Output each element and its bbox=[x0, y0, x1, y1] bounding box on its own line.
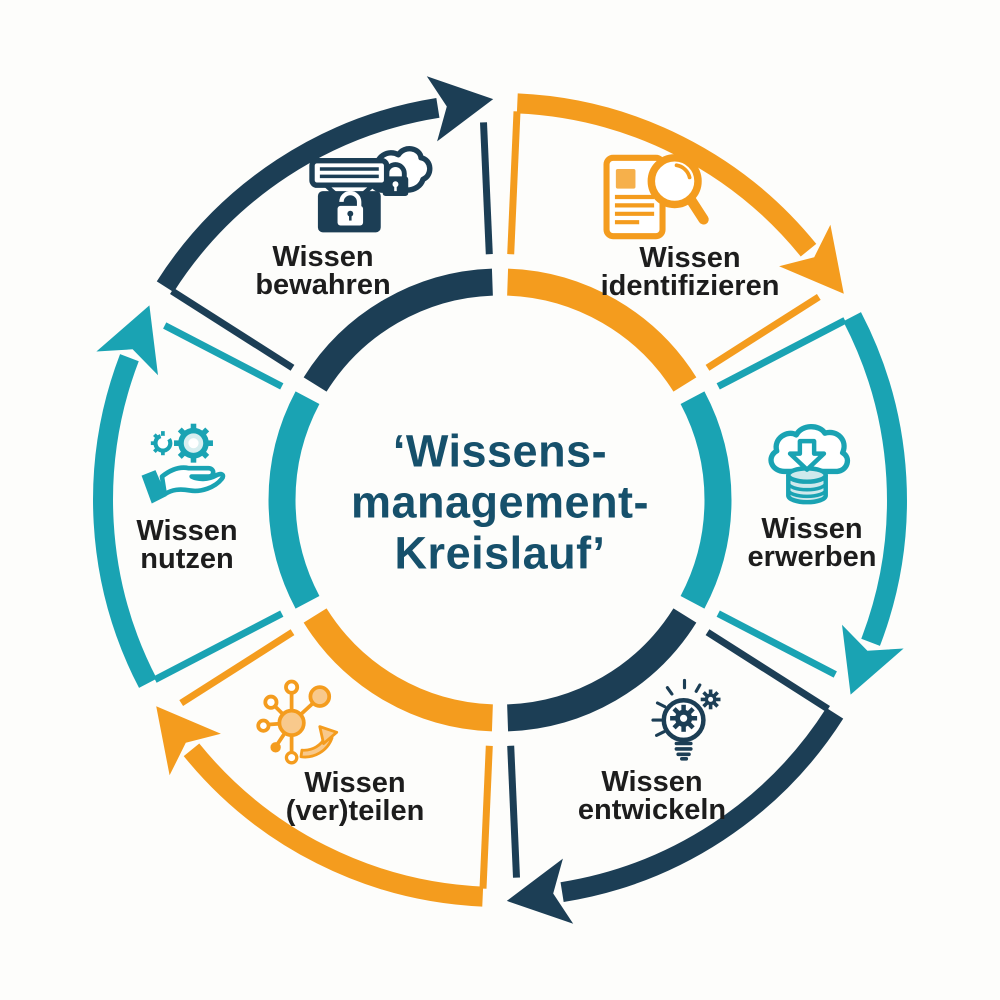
nutzen-end-edge bbox=[163, 322, 284, 390]
label-line: Wissen bbox=[601, 766, 703, 798]
erwerben-arrowhead bbox=[842, 624, 904, 695]
erwerben-start-edge bbox=[716, 317, 847, 390]
label-wissen-bewahren: Wissen bewahren bbox=[255, 241, 391, 301]
label-line: (ver)teilen bbox=[285, 795, 425, 827]
network-share-icon bbox=[256, 679, 339, 765]
hand-gears-icon bbox=[141, 423, 226, 504]
verteilen-outer-arc bbox=[183, 743, 484, 907]
label-wissen-entwickeln: Wissen entwickeln bbox=[577, 766, 727, 826]
label-line: Wissen bbox=[761, 513, 863, 545]
label-line: Wissen bbox=[304, 767, 406, 799]
label-line: Wissen bbox=[136, 515, 238, 547]
title-line: ‘Wissens- bbox=[392, 425, 608, 477]
bewahren-end-edge bbox=[480, 122, 493, 255]
bewahren-outer-arc bbox=[156, 98, 440, 293]
label-wissen-identifizieren: Wissen identifizieren bbox=[600, 242, 780, 302]
entwickeln-inner-arc bbox=[506, 608, 697, 732]
title-line: Kreislauf’ bbox=[394, 527, 606, 579]
label-line: entwickeln bbox=[577, 794, 727, 826]
nutzen-outer-arc bbox=[93, 354, 157, 688]
document-magnifier-icon bbox=[600, 150, 712, 244]
title-line: management- bbox=[350, 476, 650, 528]
entwickeln-arrowhead bbox=[506, 858, 574, 924]
erwerben-inner-arc bbox=[680, 391, 732, 609]
nutzen-inner-arc bbox=[268, 391, 320, 609]
lightbulb-gears-icon bbox=[644, 676, 734, 766]
bewahren-inner-arc bbox=[303, 268, 494, 392]
identifizieren-end-edge bbox=[705, 293, 821, 371]
label-line: Wissen bbox=[639, 242, 741, 274]
cloud-download-database-icon bbox=[758, 418, 856, 516]
identifizieren-arrowhead bbox=[779, 224, 844, 294]
center-title: ‘Wissens- management- Kreislauf’ bbox=[351, 426, 649, 579]
nutzen-arrowhead bbox=[96, 305, 158, 376]
archive-lock-cloud-icon bbox=[309, 146, 433, 233]
identifizieren-inner-arc bbox=[506, 268, 697, 392]
lightbulb-gears-icon bbox=[651, 678, 721, 761]
entwickeln-start-edge bbox=[705, 629, 830, 712]
identifizieren-outer-arc bbox=[516, 93, 817, 257]
verteilen-inner-arc bbox=[303, 608, 494, 732]
nutzen-start-edge bbox=[153, 610, 284, 683]
verteilen-arrowhead bbox=[156, 706, 221, 776]
label-line: identifizieren bbox=[600, 270, 780, 302]
label-wissen-nutzen: Wissen nutzen bbox=[136, 515, 238, 575]
erwerben-outer-arc bbox=[843, 312, 907, 646]
label-line: erwerben bbox=[747, 541, 877, 573]
label-wissen-erwerben: Wissen erwerben bbox=[747, 513, 877, 573]
entwickeln-outer-arc bbox=[560, 707, 844, 902]
identifizieren-start-edge bbox=[507, 111, 521, 255]
network-share-icon bbox=[254, 674, 348, 768]
bewahren-start-edge bbox=[170, 288, 295, 371]
hand-gears-icon bbox=[136, 418, 238, 511]
erwerben-end-edge bbox=[716, 610, 837, 678]
label-line: nutzen bbox=[140, 543, 234, 575]
label-line: bewahren bbox=[255, 269, 391, 301]
label-line: Wissen bbox=[272, 241, 374, 273]
verteilen-end-edge bbox=[179, 629, 295, 707]
archive-lock-cloud-icon bbox=[298, 143, 436, 251]
verteilen-start-edge bbox=[479, 745, 493, 889]
cloud-download-database-icon bbox=[768, 424, 851, 505]
bewahren-arrowhead bbox=[426, 76, 494, 142]
entwickeln-end-edge bbox=[507, 745, 520, 878]
document-magnifier-icon bbox=[603, 154, 709, 240]
label-wissen-verteilen: Wissen (ver)teilen bbox=[285, 767, 425, 827]
